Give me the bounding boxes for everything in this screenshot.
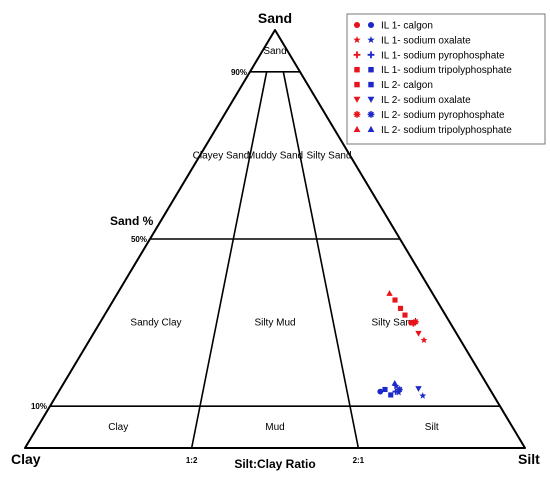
data-point-11: [382, 386, 388, 393]
legend-marker-blue-1: [367, 35, 375, 44]
legend-label-7: IL 2- sodium tripolyphosphate: [381, 125, 512, 136]
legend-label-3: IL 1- sodium tripolyphosphate: [381, 65, 512, 76]
legend: IL 1- calgon IL 1- sodium oxalate IL 1- so…: [346, 13, 546, 145]
legend-marker-red-3: [354, 66, 360, 73]
region-label-0: Sand: [263, 46, 286, 57]
ratio-tick-label-0: 1:2: [186, 456, 198, 465]
legend-marker-blue-7: [367, 125, 375, 133]
axis-ticks: 90% 50% 10% 1:2 2:1: [31, 68, 365, 465]
region-label-5: Silty Mud: [254, 318, 295, 329]
region-label-4: Sandy Clay: [130, 318, 181, 329]
sand-axis-label: Sand %: [110, 214, 154, 228]
region-label-1: Clayey Sand: [193, 150, 250, 161]
vertex-label-top: Sand: [258, 10, 292, 26]
data-point-8: [420, 336, 428, 344]
region-label-7: Clay: [108, 422, 128, 433]
region-label-9: Silt: [425, 422, 439, 433]
data-point-6: [412, 318, 419, 325]
data-point-18: [419, 392, 427, 399]
ratio-tick-label-1: 2:1: [353, 456, 365, 465]
region-label-3: Silty Sand: [306, 150, 351, 161]
legend-label-1: IL 1- sodium oxalate: [381, 35, 471, 46]
legend-marker-blue-6: [367, 111, 375, 118]
legend-marker-red-1: [353, 35, 361, 44]
legend-marker-red-5: [353, 96, 361, 103]
data-point-17: [415, 386, 422, 392]
legend-marker-red-0: [353, 21, 361, 29]
legend-marker-red-2: [353, 51, 361, 59]
legend-marker-red-4: [354, 81, 360, 88]
legend-label-2: IL 1- sodium pyrophosphate: [381, 50, 505, 61]
legend-marker-red-7: [353, 125, 361, 133]
data-point-7: [415, 330, 422, 337]
legend-marker-blue-4: [368, 81, 374, 88]
data-point-12: [377, 388, 384, 395]
region-label-8: Mud: [265, 422, 284, 433]
data-point-16: [396, 386, 403, 393]
data-point-0: [386, 290, 393, 296]
ratio-gridline-0: [190, 71, 268, 449]
vertex-label-right: Silt: [518, 451, 540, 467]
vertex-label-left: Clay: [11, 451, 41, 467]
data-point-13: [388, 392, 394, 398]
data-point-10: [392, 382, 400, 390]
region-label-2: Muddy Sand: [247, 150, 303, 161]
ratio-axis-label: Silt:Clay Ratio: [234, 457, 315, 471]
sand-tick-label-2: 10%: [31, 402, 47, 411]
legend-box: [346, 13, 546, 145]
legend-marker-red-6: [353, 111, 361, 118]
legend-label-4: IL 2- calgon: [381, 80, 433, 91]
data-points: [377, 290, 428, 399]
legend-label-5: IL 2- sodium oxalate: [381, 95, 471, 106]
data-point-2: [397, 305, 404, 311]
legend-items: IL 1- calgon IL 1- sodium oxalate IL 1- so…: [353, 21, 512, 136]
sand-tick-label-0: 90%: [231, 68, 247, 77]
data-point-3: [402, 312, 408, 318]
legend-marker-blue-0: [367, 21, 375, 29]
legend-marker-blue-3: [368, 66, 374, 73]
data-point-1: [392, 297, 398, 303]
legend-label-0: IL 1- calgon: [381, 21, 433, 32]
legend-label-6: IL 2- sodium pyrophosphate: [381, 110, 505, 121]
sand-tick-label-1: 50%: [131, 235, 147, 244]
legend-marker-blue-2: [367, 51, 375, 59]
region-label-6: Silty Sand: [371, 318, 416, 329]
ratio-gridline-1: [282, 71, 360, 449]
chart-grid: [24, 29, 526, 449]
legend-marker-blue-5: [367, 96, 375, 103]
